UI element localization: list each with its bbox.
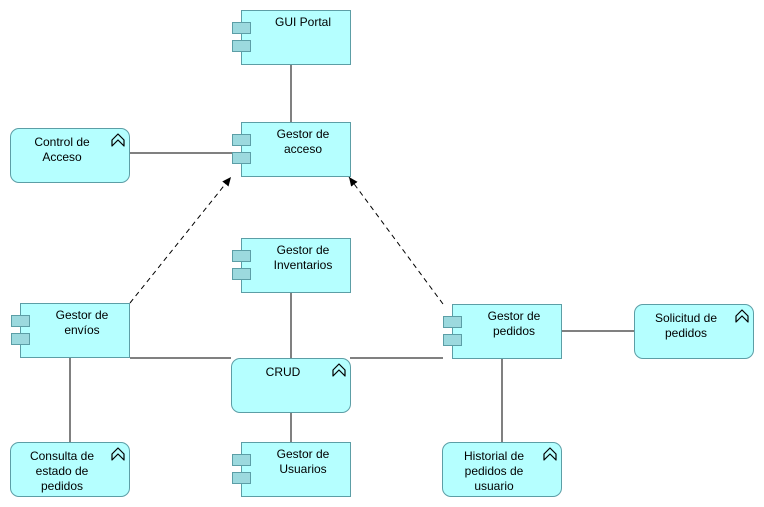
component-label: Gestor de Inventarios: [273, 243, 333, 272]
component-port-icon: [443, 334, 462, 346]
service-label: CRUD: [265, 365, 301, 379]
dependency-envios-acceso[interactable]: [129, 176, 232, 304]
component-label: Gestor de Usuarios: [276, 447, 330, 476]
service-solicitud-pedidos[interactable]: Solicitud de pedidos: [634, 304, 754, 359]
service-icon: [543, 447, 557, 461]
component-port-icon: [11, 315, 30, 327]
component-port-icon: [232, 472, 251, 484]
service-label: Consulta de estado de pedidos: [29, 449, 95, 493]
component-label: Gestor de envíos: [55, 308, 109, 337]
component-gui-portal[interactable]: GUI Portal: [232, 10, 351, 65]
service-icon: [735, 309, 749, 323]
component-gestor-pedidos[interactable]: Gestor de pedidos: [443, 304, 562, 359]
component-label: Gestor de pedidos: [487, 309, 541, 338]
component-gestor-usuarios[interactable]: Gestor de Usuarios: [232, 442, 351, 497]
service-label: Solicitud de pedidos: [654, 311, 718, 340]
service-icon: [111, 447, 125, 461]
component-port-icon: [232, 40, 251, 52]
service-consulta-estado[interactable]: Consulta de estado de pedidos: [10, 442, 130, 497]
component-port-icon: [443, 316, 462, 328]
component-port-icon: [232, 152, 251, 164]
component-label: GUI Portal: [274, 15, 331, 29]
component-gestor-envios[interactable]: Gestor de envíos: [11, 303, 130, 358]
component-port-icon: [232, 22, 251, 34]
component-gestor-acceso[interactable]: Gestor de acceso: [232, 122, 351, 177]
component-port-icon: [232, 454, 251, 466]
service-icon: [111, 133, 125, 147]
service-crud[interactable]: CRUD: [231, 358, 351, 413]
component-port-icon: [11, 333, 30, 345]
component-port-icon: [232, 250, 251, 262]
component-gestor-inventarios[interactable]: Gestor de Inventarios: [232, 238, 351, 293]
service-label: Historial de pedidos de usuario: [463, 449, 525, 493]
service-control-acceso[interactable]: Control de Acceso: [10, 128, 130, 183]
dependency-pedidos-acceso[interactable]: [348, 176, 444, 305]
component-label: Gestor de acceso: [276, 127, 330, 156]
service-historial-pedidos[interactable]: Historial de pedidos de usuario: [442, 442, 562, 497]
component-port-icon: [232, 134, 251, 146]
service-icon: [332, 363, 346, 377]
service-label: Control de Acceso: [34, 135, 90, 164]
component-port-icon: [232, 268, 251, 280]
